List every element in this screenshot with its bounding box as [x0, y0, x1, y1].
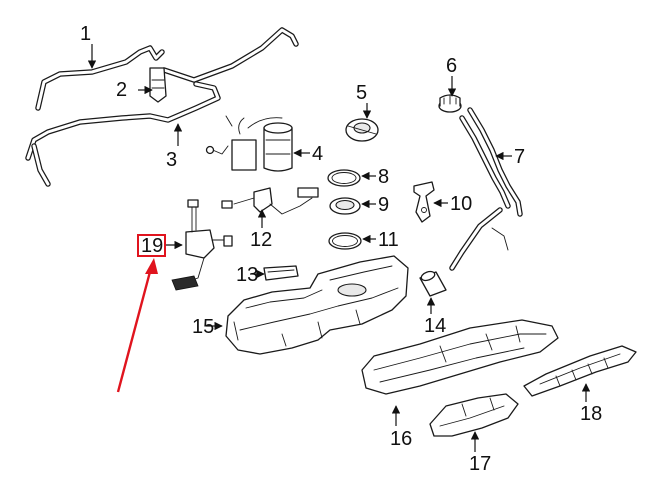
callout-label: 3 [166, 149, 177, 171]
fuel-tank-1[interactable] [225, 255, 409, 355]
heat-shield-6[interactable] [523, 345, 637, 397]
sender-harness-16[interactable] [221, 187, 319, 215]
callout-label: 2 [116, 79, 127, 101]
callout-label: 10 [450, 193, 472, 215]
fuel-level-sender-15[interactable] [171, 199, 233, 291]
callout-12: 8 [361, 166, 389, 188]
seal-12[interactable] [327, 169, 361, 187]
callout-15[interactable]: 19 [137, 234, 183, 257]
callout-label: 4 [312, 143, 323, 165]
callout-19: 3 [166, 123, 183, 171]
callout-16: 12 [250, 209, 272, 251]
callout-8: 14 [424, 297, 446, 337]
callout-10: 4 [293, 143, 323, 165]
callout-label: 11 [378, 229, 399, 251]
highlight-box [137, 234, 166, 257]
vent-hose-8[interactable] [419, 270, 447, 297]
callout-label-15: 19 [141, 235, 163, 257]
shield-pad-3[interactable] [263, 265, 299, 281]
callout-label: 1 [80, 23, 91, 45]
callout-11: 11 [362, 229, 399, 251]
callout-label: 9 [378, 194, 389, 216]
seal-11[interactable] [328, 232, 362, 250]
callout-label: 17 [469, 453, 491, 475]
line-clip-18[interactable] [149, 67, 167, 103]
filler-pipe-7[interactable] [449, 107, 523, 271]
callout-2: 10 [433, 193, 472, 215]
callout-label: 18 [580, 403, 602, 425]
callout-label: 6 [446, 55, 457, 77]
shield-5[interactable] [429, 393, 519, 437]
callout-17: 1 [80, 23, 97, 69]
callout-18: 2 [116, 79, 153, 101]
fuel-line-17[interactable] [35, 27, 299, 111]
callout-1: 15 [192, 316, 223, 338]
callout-label: 7 [514, 146, 525, 168]
callout-5: 17 [469, 431, 491, 475]
callout-label: 16 [390, 428, 412, 450]
callout-14: 5 [356, 82, 372, 119]
fuel-line-19[interactable] [25, 81, 221, 187]
callout-label: 14 [424, 315, 446, 337]
callout-3: 13 [236, 264, 265, 286]
callout-9: 6 [446, 55, 457, 97]
lock-ring-14[interactable] [345, 118, 379, 142]
red-pointer-arrow [116, 258, 158, 393]
callout-label: 8 [378, 166, 389, 188]
filler-cap-9[interactable] [438, 94, 462, 113]
callout-7: 7 [495, 146, 525, 168]
callout-13: 9 [361, 194, 389, 216]
lock-ring-13[interactable] [329, 197, 361, 215]
callout-label: 12 [250, 229, 272, 251]
skid-plate-4[interactable] [361, 319, 559, 395]
callout-label: 13 [236, 264, 258, 286]
callout-4: 16 [390, 405, 412, 450]
callout-label: 5 [356, 82, 367, 104]
callout-label: 15 [192, 316, 214, 338]
fuel-pump-10[interactable] [205, 115, 293, 172]
bracket-2[interactable] [413, 181, 435, 223]
callout-6: 18 [580, 383, 602, 425]
